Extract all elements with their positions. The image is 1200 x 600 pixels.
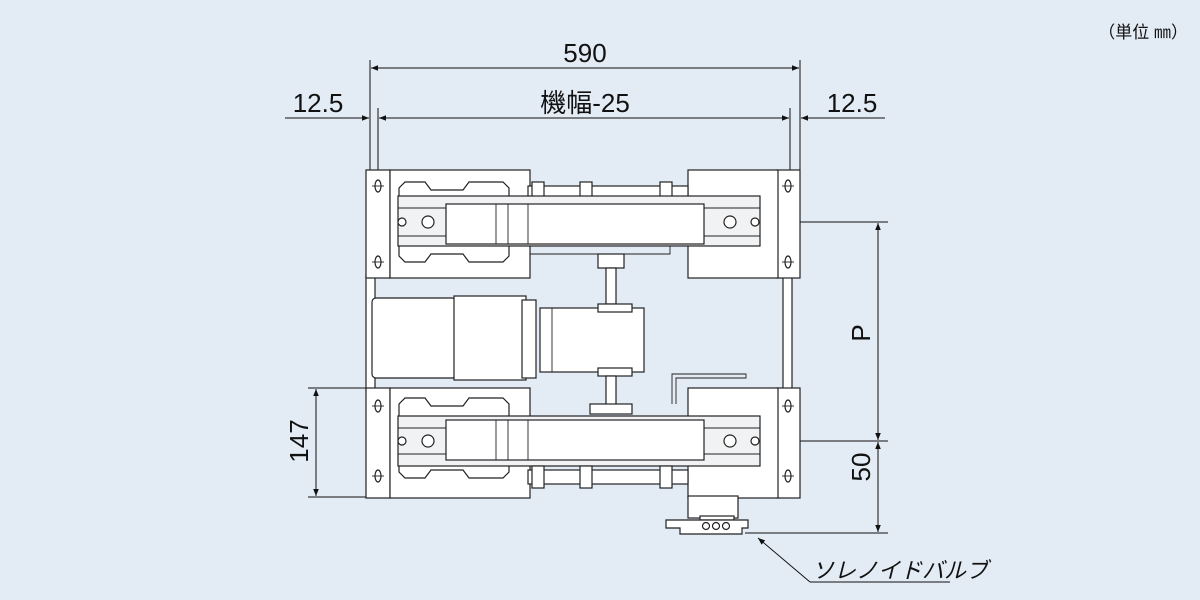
dim-pitch: P — [846, 324, 876, 341]
dim-valve-offset: 50 — [846, 453, 876, 482]
solenoid-valve — [665, 495, 749, 535]
drive-motor — [371, 295, 645, 407]
dimension-lines — [285, 65, 885, 532]
top-conveyor-unit — [365, 169, 801, 305]
mounting-holes — [372, 179, 794, 483]
solenoid-valve-label: ソレノイドバルブ — [812, 558, 992, 583]
dim-overall-width: 590 — [563, 38, 606, 68]
dim-frame-depth: 147 — [284, 419, 314, 462]
dim-right-offset: 12.5 — [827, 88, 878, 118]
bottom-conveyor-unit — [365, 373, 801, 499]
unit-note: （単位 ㎜） — [1098, 23, 1188, 42]
solenoid-valve-leader — [757, 537, 950, 583]
dim-machine-width: 機幅-25 — [540, 88, 630, 118]
dim-left-offset: 12.5 — [293, 88, 344, 118]
